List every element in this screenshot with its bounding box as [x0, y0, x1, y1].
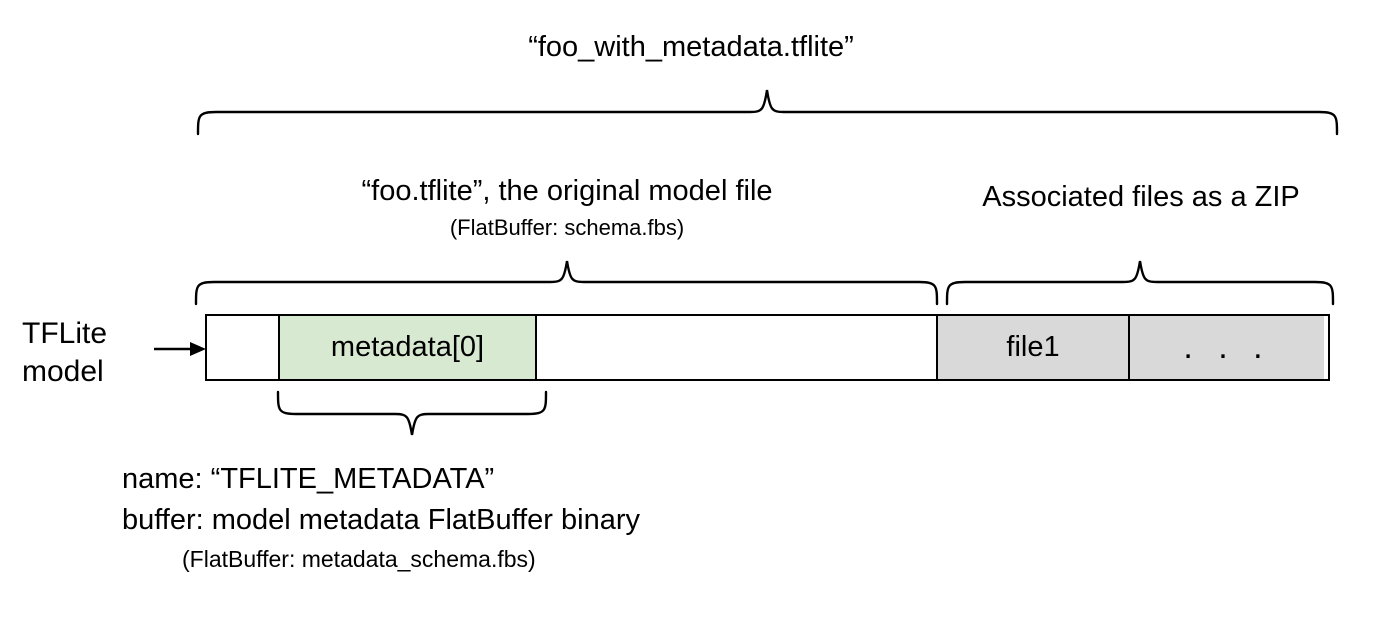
- bar-cell-file1: file1: [938, 316, 1130, 379]
- tflite-model-label: TFLite model: [22, 317, 108, 388]
- bar-cell-more-files: . . .: [1130, 316, 1324, 379]
- zip-section-brace: [945, 260, 1335, 306]
- top-level-brace: [196, 89, 1339, 136]
- bar-cell-metadata: metadata[0]: [280, 316, 537, 379]
- model-section-brace: [194, 260, 939, 306]
- tflite-model-bar: metadata[0] file1 . . .: [205, 314, 1330, 381]
- metadata-annotation-brace: [276, 390, 548, 436]
- metadata-buffer-line: buffer: model metadata FlatBuffer binary: [122, 504, 640, 536]
- bar-cell-model-body: [537, 316, 938, 379]
- model-section-title: “foo.tflite”, the original model file: [361, 175, 773, 207]
- model-section-subtitle: (FlatBuffer: schema.fbs): [449, 215, 685, 240]
- page-title: “foo_with_metadata.tflite”: [528, 31, 854, 63]
- zip-section-title: Associated files as a ZIP: [982, 181, 1300, 213]
- metadata-schema-line: (FlatBuffer: metadata_schema.fbs): [182, 546, 536, 572]
- bar-cell-header: [207, 316, 280, 379]
- metadata-name-line: name: “TFLITE_METADATA”: [122, 463, 495, 495]
